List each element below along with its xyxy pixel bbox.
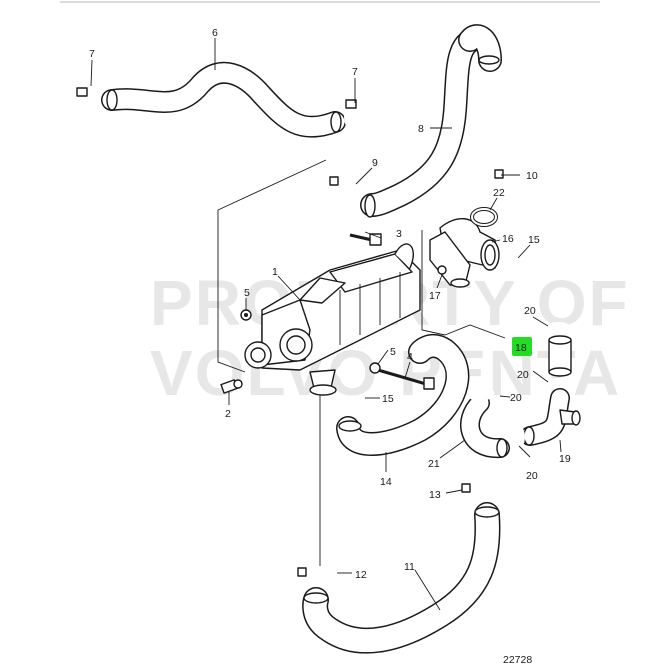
callout-11[interactable]: 11 — [404, 561, 415, 573]
callout-20[interactable]: 20 — [524, 305, 536, 317]
callout-10[interactable]: 10 — [526, 170, 538, 182]
hose-8[interactable] — [360, 24, 502, 218]
callout-20[interactable]: 20 — [526, 470, 538, 482]
hose-19[interactable] — [520, 388, 581, 446]
callout-7[interactable]: 7 — [89, 48, 95, 60]
callout-17[interactable]: 17 — [429, 290, 441, 302]
callout-18[interactable]: 18 — [515, 342, 527, 354]
leader-lines — [90, 38, 562, 611]
drain-plug-2[interactable] — [220, 379, 243, 394]
hose-clamp-15-lower[interactable] — [336, 398, 368, 414]
callout-6[interactable]: 6 — [212, 27, 218, 39]
callout-13[interactable]: 13 — [429, 489, 441, 501]
hose-clamp-20-lower[interactable] — [507, 424, 525, 450]
callout-19[interactable]: 19 — [559, 453, 571, 465]
hose-clamp-7-right[interactable] — [344, 99, 366, 132]
screw-17[interactable] — [437, 265, 447, 275]
heat-exchanger-housing[interactable] — [244, 243, 421, 396]
figure-number: 22728 — [503, 654, 532, 666]
callout-7[interactable]: 7 — [352, 66, 358, 78]
hose-clamp-9[interactable] — [329, 176, 361, 197]
callout-2[interactable]: 2 — [225, 408, 231, 420]
callout-8[interactable]: 8 — [418, 123, 424, 135]
hose-clamp-20-left[interactable] — [466, 385, 494, 401]
hose-11[interactable] — [302, 502, 501, 654]
hose-clamp-15-upper[interactable] — [508, 257, 528, 283]
assembly-frame-left — [217, 159, 327, 373]
callout-15[interactable]: 15 — [528, 234, 540, 246]
nut-5-right[interactable] — [369, 362, 381, 374]
nut-5-left[interactable] — [240, 309, 252, 321]
hose-clamp-7-left[interactable] — [76, 85, 101, 115]
hose-clamp-13[interactable] — [461, 482, 500, 502]
hose-clamp-12[interactable] — [297, 566, 336, 584]
hose-14[interactable] — [336, 334, 470, 456]
hose-clamp-20-mid[interactable] — [546, 378, 572, 390]
hose-6[interactable] — [101, 61, 346, 138]
hose-clamp-15-top[interactable] — [336, 364, 364, 380]
callout-21[interactable]: 21 — [428, 458, 440, 470]
bolt-3[interactable] — [349, 233, 382, 246]
callout-9[interactable]: 9 — [372, 157, 378, 169]
o-ring-22[interactable] — [470, 207, 498, 227]
callout-16[interactable]: 16 — [502, 233, 514, 245]
connector-pipe-18[interactable] — [548, 335, 572, 377]
assembly-frame-right — [421, 230, 446, 336]
highlight-marker — [512, 337, 532, 356]
callout-5[interactable]: 5 — [390, 346, 396, 358]
callout-1[interactable]: 1 — [272, 266, 278, 278]
callout-12[interactable]: 12 — [355, 569, 367, 581]
callout-numbers: 7 6 7 8 9 10 22 3 16 15 1 5 17 20 18 5 4… — [89, 27, 571, 581]
callout-5[interactable]: 5 — [244, 287, 250, 299]
hose-clamp-10[interactable] — [465, 166, 504, 184]
callout-15[interactable]: 15 — [382, 393, 394, 405]
callout-20[interactable]: 20 — [510, 392, 522, 404]
assembly-frame-lower — [444, 324, 506, 339]
stud-4[interactable] — [377, 368, 435, 390]
callout-4[interactable]: 4 — [407, 351, 413, 363]
hose-21[interactable] — [460, 393, 510, 458]
callout-14[interactable]: 14 — [380, 476, 392, 488]
callout-22[interactable]: 22 — [493, 187, 505, 199]
callout-20[interactable]: 20 — [517, 369, 529, 381]
hose-clamp-20-top[interactable] — [545, 322, 571, 334]
callout-3[interactable]: 3 — [396, 228, 402, 240]
